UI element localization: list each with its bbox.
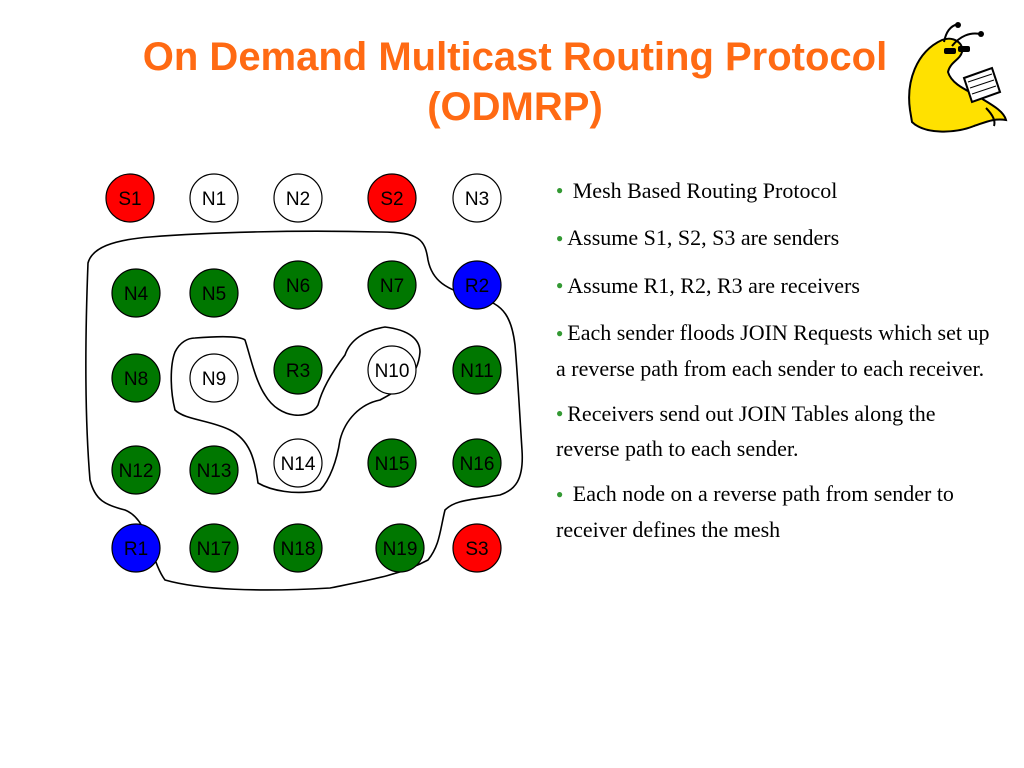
node-circle	[367, 438, 417, 488]
node-s2: S2	[367, 173, 417, 223]
node-n2: N2	[273, 173, 323, 223]
node-circle	[452, 345, 502, 395]
node-circle	[189, 173, 239, 223]
bullet-item: ●Each sender floods JOIN Requests which …	[556, 320, 990, 381]
node-label: N8	[124, 369, 148, 390]
node-label: N9	[202, 369, 226, 390]
bullet-dot-icon: ●	[556, 183, 564, 198]
node-circle	[452, 260, 502, 310]
node-n7: N7	[367, 260, 417, 310]
node-label: N17	[197, 539, 232, 560]
node-n9: N9	[189, 353, 239, 403]
node-s3: S3	[452, 523, 502, 573]
bullet-item: ●Receivers send out JOIN Tables along th…	[556, 400, 936, 462]
node-label: N16	[460, 454, 495, 475]
node-label: R1	[124, 539, 148, 560]
node-circle	[452, 523, 502, 573]
node-circle	[273, 173, 323, 223]
node-r1: R1	[111, 523, 161, 573]
node-label: N15	[375, 454, 410, 475]
node-n12: N12	[111, 445, 161, 495]
node-n17: N17	[189, 523, 239, 573]
node-label: S2	[380, 189, 403, 210]
node-circle	[273, 438, 323, 488]
node-circle	[273, 260, 323, 310]
node-label: N12	[119, 461, 154, 482]
node-n1: N1	[189, 173, 239, 223]
node-n16: N16	[452, 438, 502, 488]
node-circle	[111, 353, 161, 403]
node-circle	[111, 523, 161, 573]
node-n5: N5	[189, 268, 239, 318]
node-label: N5	[202, 284, 226, 305]
node-circle	[367, 173, 417, 223]
node-s1: S1	[105, 173, 155, 223]
node-label: N11	[460, 361, 493, 382]
node-circle	[452, 438, 502, 488]
node-label: S1	[118, 189, 141, 210]
mesh-hole-left	[170, 326, 421, 494]
node-circle	[367, 260, 417, 310]
node-label: S3	[465, 539, 488, 560]
node-label: R2	[465, 276, 489, 297]
node-n19: N19	[375, 523, 425, 573]
node-label: N10	[375, 361, 410, 382]
node-label: N19	[383, 539, 418, 560]
node-n11: N11	[452, 345, 502, 395]
node-n14: N14	[273, 438, 323, 488]
node-circle	[189, 268, 239, 318]
slide-title: On Demand Multicast Routing Protocol	[142, 35, 888, 79]
node-r3: R3	[273, 345, 323, 395]
node-circle	[367, 345, 417, 395]
node-r2: R2	[452, 260, 502, 310]
bullet-dot-icon: ●	[556, 230, 564, 245]
node-circle	[273, 523, 323, 573]
node-circle	[375, 523, 425, 573]
node-circle	[105, 173, 155, 223]
bullet-dot-icon: ●	[556, 486, 564, 501]
node-circle	[189, 445, 239, 495]
node-n10: N10	[367, 345, 417, 395]
node-label: N6	[286, 276, 310, 297]
snail-reading-book-icon	[908, 22, 1008, 133]
bullet-dot-icon: ●	[556, 325, 564, 340]
node-label: N14	[281, 454, 316, 475]
node-n15: N15	[367, 438, 417, 488]
node-label: N13	[197, 461, 232, 482]
node-label: N1	[202, 189, 226, 210]
node-n6: N6	[273, 260, 323, 310]
node-n8: N8	[111, 353, 161, 403]
node-label: N7	[380, 276, 404, 297]
bullet-item: ● Mesh Based Routing Protocol	[556, 178, 838, 203]
bullet-list: ● Mesh Based Routing Protocol ●Assume S1…	[556, 174, 1001, 558]
node-n3: N3	[452, 173, 502, 223]
bullet-item: ●Assume S1, S2, S3 are senders	[556, 225, 840, 251]
node-label: N2	[286, 189, 310, 210]
node-circle	[111, 268, 161, 318]
node-n13: N13	[189, 445, 239, 495]
node-n18: N18	[273, 523, 323, 573]
slide-subtitle: (ODMRP)	[427, 85, 603, 129]
mesh-boundary	[85, 230, 524, 591]
node-circle	[273, 345, 323, 395]
node-circle	[452, 173, 502, 223]
bullet-item: ● Each node on a reverse path from sende…	[556, 481, 954, 542]
node-label: N3	[465, 189, 489, 210]
node-circle	[189, 353, 239, 403]
bullet-item: ●Assume R1, R2, R3 are receivers	[556, 272, 860, 298]
node-label: N18	[281, 539, 316, 560]
node-circle	[189, 523, 239, 573]
bullet-dot-icon: ●	[556, 406, 564, 421]
node-circle	[111, 445, 161, 495]
node-n4: N4	[111, 268, 161, 318]
node-label: N4	[124, 284, 149, 305]
node-label: R3	[286, 361, 310, 382]
bullet-dot-icon: ●	[556, 278, 564, 293]
